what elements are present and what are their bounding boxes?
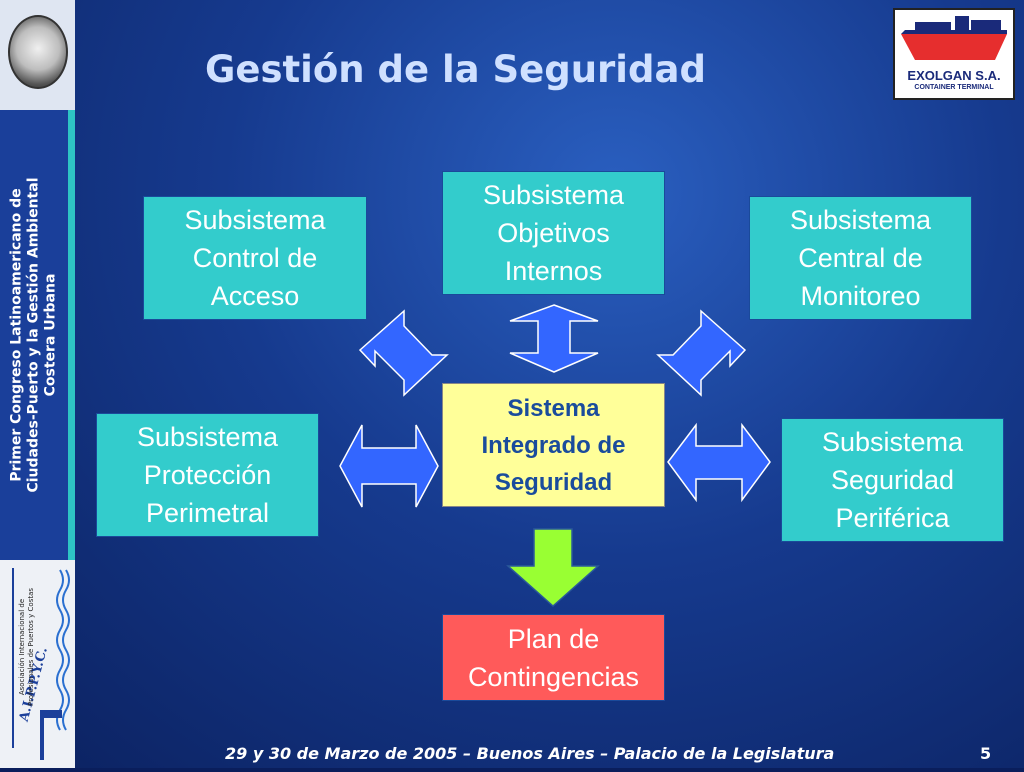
box-control-acceso: Subsistema Control de Acceso: [143, 196, 367, 320]
arrow-control: [358, 309, 449, 397]
footer-text: 29 y 30 de Marzo de 2005 – Buenos Aires …: [225, 744, 835, 763]
plan-line-1: Plan de: [507, 623, 600, 654]
monitoreo-line-2: Central de: [798, 243, 923, 273]
perimetral-line-2: Protección: [143, 460, 272, 490]
exolgan-logo: EXOLGAN S.A. CONTAINER TERMINAL: [893, 8, 1015, 100]
box-sistema-integrado: Sistema Integrado de Seguridad: [442, 383, 665, 507]
logo-name: EXOLGAN S.A.: [907, 68, 1001, 83]
objetivos-line-1: Subsistema: [482, 180, 625, 210]
objetivos-line-2: Objetivos: [497, 218, 610, 248]
arrow-periferica: [667, 422, 771, 503]
monitoreo-line-3: Monitoreo: [800, 281, 921, 311]
control-line-1: Subsistema: [184, 205, 326, 235]
box-objetivos-internos: Subsistema Objetivos Internos: [442, 171, 665, 295]
objetivos-line-3: Internos: [504, 256, 603, 286]
arrow-monitoreo: [656, 309, 747, 397]
center-line-1: Sistema: [507, 394, 600, 422]
box-seguridad-periferica: Subsistema Seguridad Periférica: [781, 418, 1004, 542]
ship-icon: [901, 16, 1007, 60]
arrow-objetivos: [509, 304, 599, 373]
perimetral-line-3: Perimetral: [145, 498, 269, 528]
arrow-plan: [506, 528, 600, 608]
page-number: 5: [980, 744, 992, 763]
arrow-perimetral: [339, 424, 439, 508]
box-proteccion-perimetral: Subsistema Protección Perimetral: [96, 413, 319, 537]
monitoreo-line-1: Subsistema: [789, 205, 932, 235]
box-plan-contingencias: Plan de Contingencias: [442, 614, 665, 701]
perimetral-line-1: Subsistema: [136, 422, 279, 452]
center-line-3: Seguridad: [494, 468, 613, 496]
control-line-3: Acceso: [210, 281, 300, 311]
footer-bar: 29 y 30 de Marzo de 2005 – Buenos Aires …: [75, 738, 1024, 768]
logo-subtitle: CONTAINER TERMINAL: [914, 84, 994, 91]
center-line-2: Integrado de: [481, 431, 626, 459]
sidebar-stripe: [68, 110, 75, 560]
aippyc-logo-graphic: [12, 568, 70, 760]
box-central-monitoreo: Subsistema Central de Monitoreo: [749, 196, 972, 320]
periferica-line-2: Seguridad: [830, 465, 955, 495]
periferica-line-3: Periférica: [835, 503, 950, 533]
slide-title: Gestión de la Seguridad: [205, 48, 706, 91]
aippyc-logo-panel: A.I.P.P.Y.C. Asociación Internacional de…: [0, 560, 75, 768]
control-line-2: Control de: [192, 243, 318, 273]
sidebar-top-panel: [0, 0, 75, 110]
city-seal-logo: [8, 15, 68, 89]
plan-line-2: Contingencias: [467, 661, 640, 692]
periferica-line-1: Subsistema: [821, 427, 964, 457]
